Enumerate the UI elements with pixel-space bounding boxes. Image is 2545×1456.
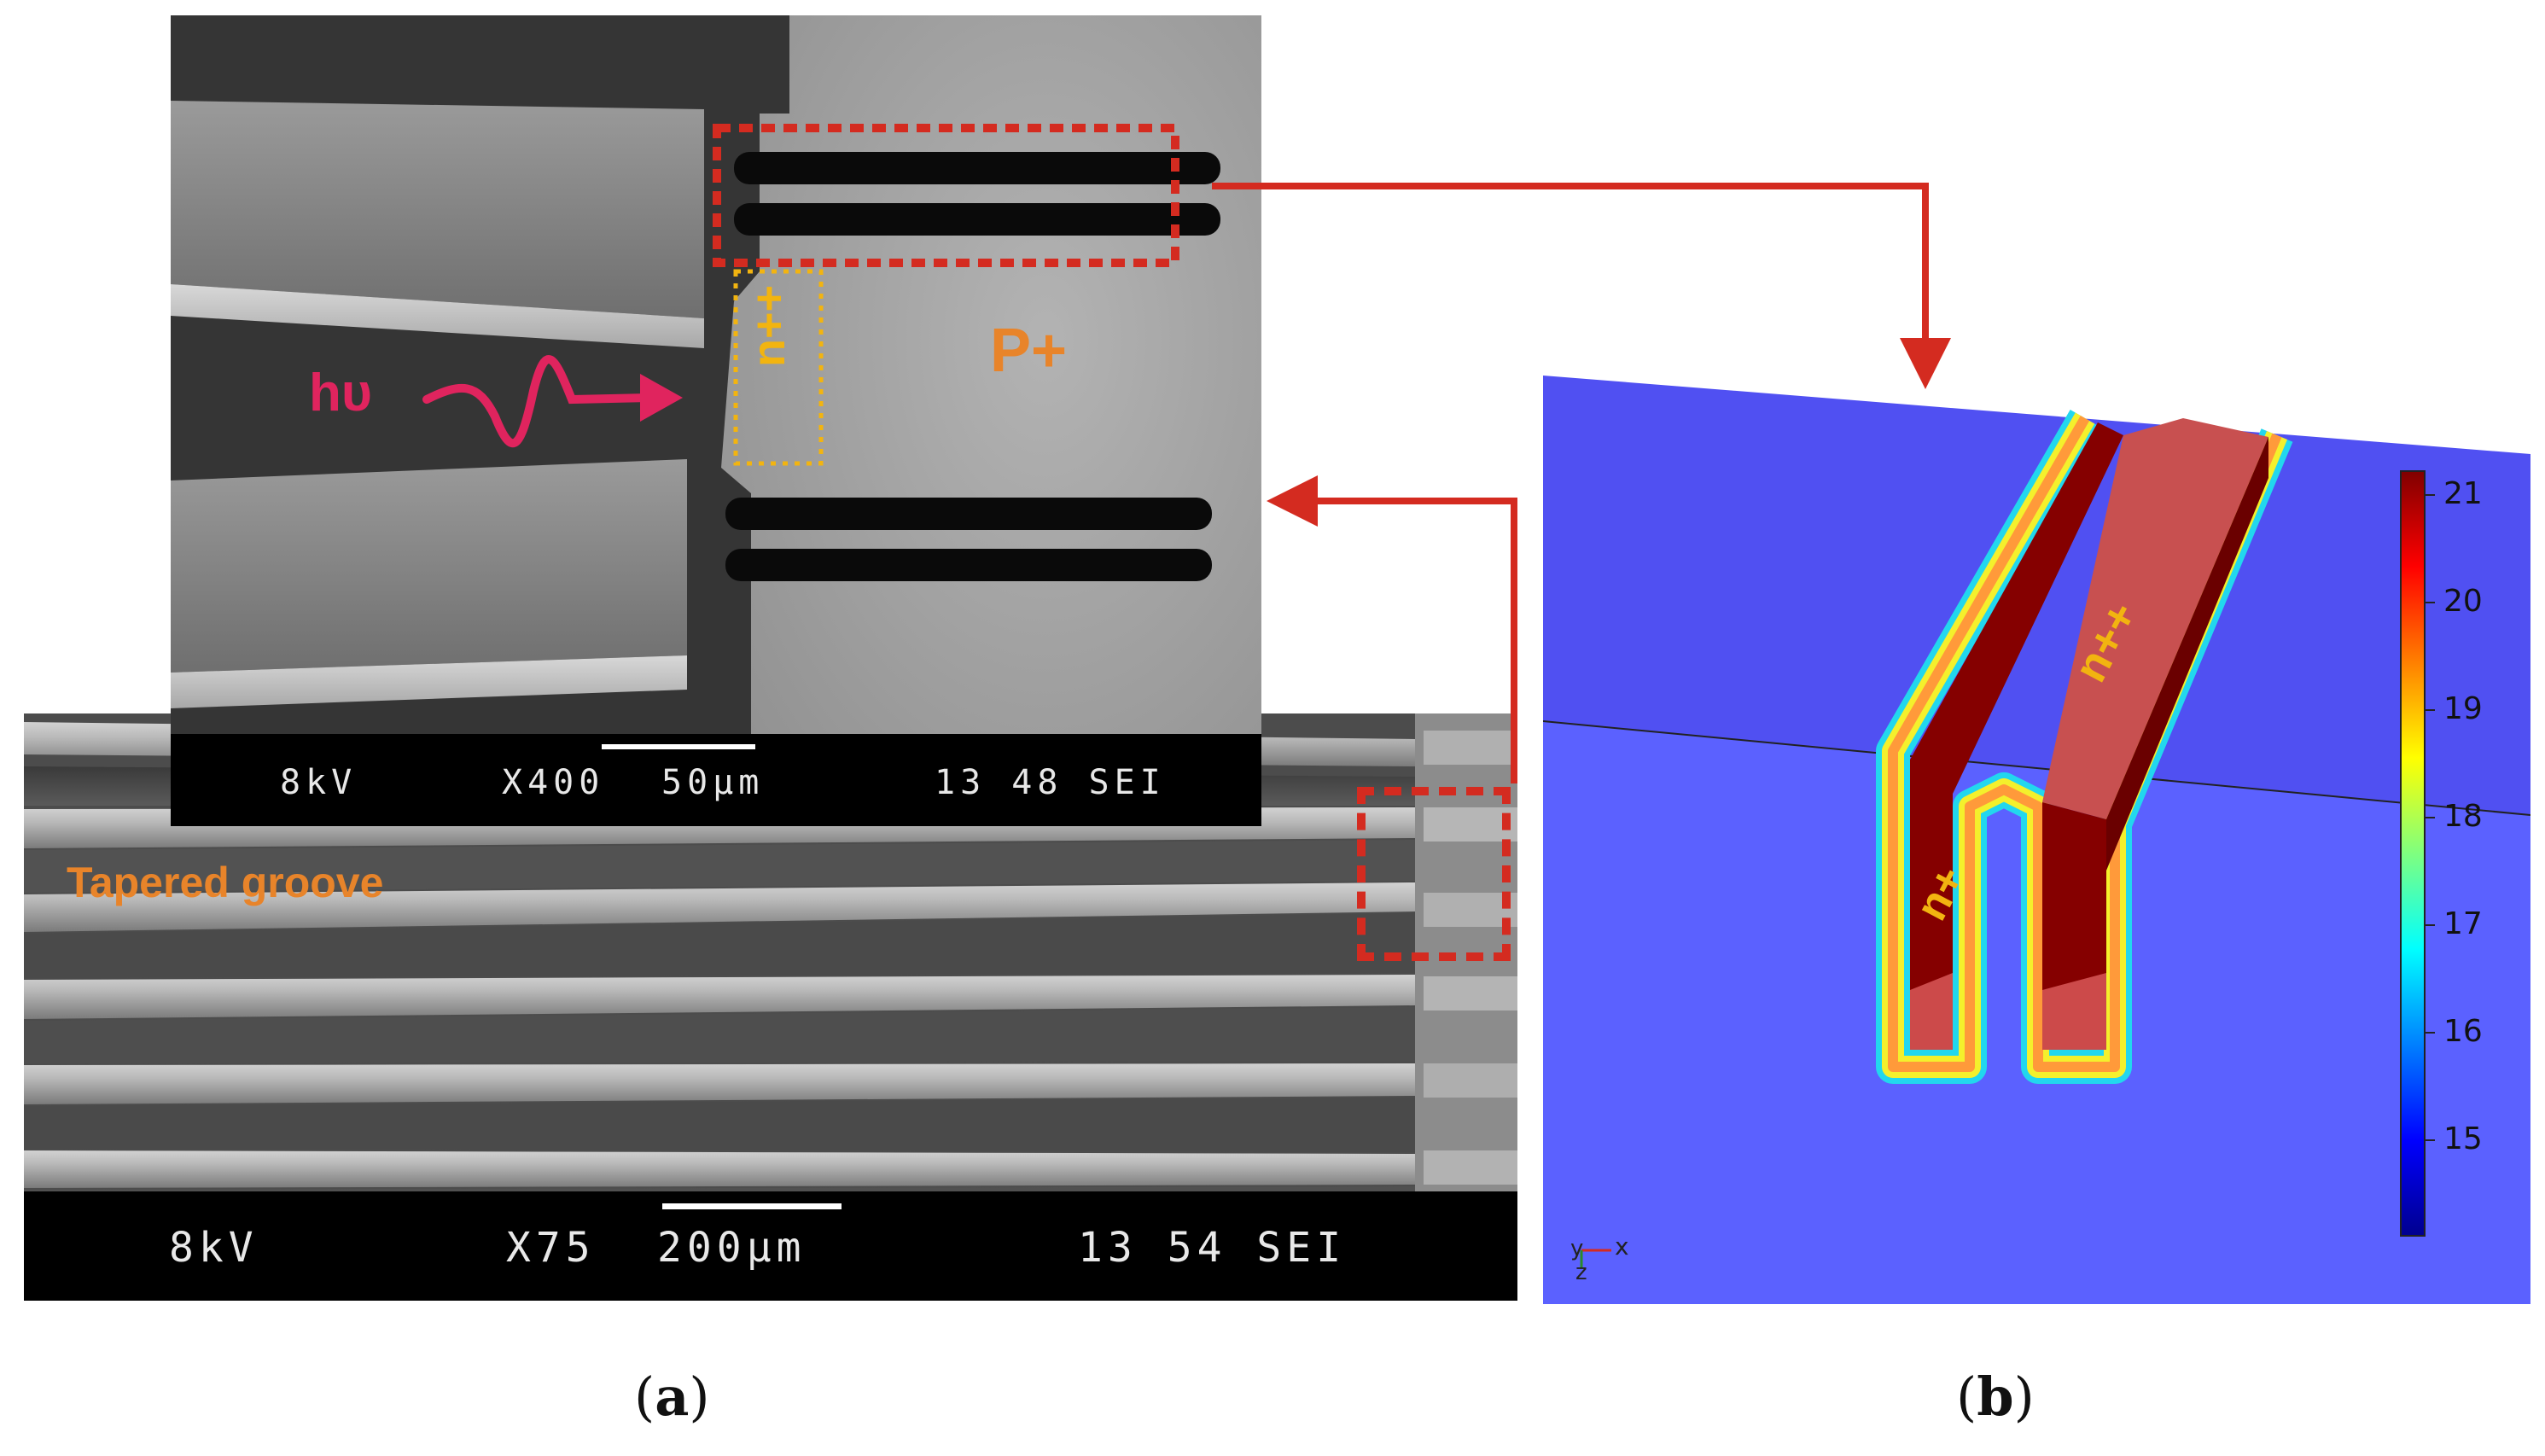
colorbar-tick-19: 19 (2443, 691, 2483, 726)
tapered-groove-label: Tapered groove (67, 859, 384, 906)
panel-letter-a: a (655, 1366, 690, 1428)
p-plus-label: P+ (990, 317, 1068, 385)
sem-top-info: 13 48 SEI (935, 763, 1166, 802)
colorbar-tick-15: 15 (2443, 1121, 2483, 1156)
axis-x-label: x (1615, 1232, 1629, 1261)
axis-z-label: z (1575, 1260, 1587, 1285)
sem-top-info-bar: 8kV X400 50µm 13 48 SEI (171, 734, 1261, 826)
panel-label-a: (a) (634, 1366, 710, 1428)
photon-label: hυ (309, 364, 372, 422)
axis-y-label: y (1570, 1236, 1584, 1261)
arrow-to-simulation (1212, 183, 1951, 389)
sem-top-micrograph (171, 15, 1261, 826)
sem-top-voltage: 8kV (280, 763, 358, 802)
sem-bottom-info: 13 54 SEI (1078, 1224, 1347, 1272)
sem-bottom-scale-label: 200µm (657, 1224, 807, 1272)
colorbar-tick-16: 16 (2443, 1014, 2483, 1049)
bottom-highlight-box (1357, 787, 1511, 961)
colorbar-tick-17: 17 (2443, 906, 2483, 941)
sem-top-scale-label: 50µm (661, 763, 765, 802)
doping-profile-3d (1543, 376, 2530, 1304)
colorbar-tick-21: 21 (2443, 476, 2483, 511)
panel-letter-b: b (1977, 1366, 2014, 1428)
panel-label-b: (b) (1956, 1366, 2035, 1428)
simulation-plot: 21 20 19 18 17 16 15 n+ n++ y x z (1543, 376, 2530, 1304)
sem-top-scale-bar (602, 744, 755, 749)
sem-bottom-voltage: 8kV (169, 1224, 259, 1272)
sem-bottom-magnification: X75 (506, 1224, 596, 1272)
sem-bottom-scale-bar (662, 1203, 842, 1209)
colorbar-tick-20: 20 (2443, 584, 2483, 619)
sem-top-magnification: X400 (502, 763, 605, 802)
sem-image-top: 8kV X400 50µm 13 48 SEI (171, 15, 1261, 826)
arrow-to-top-sem (1267, 475, 1517, 783)
sem-bottom-info-bar: 8kV X75 200µm 13 54 SEI (24, 1191, 1517, 1301)
colorbar-tick-18: 18 (2443, 799, 2483, 834)
